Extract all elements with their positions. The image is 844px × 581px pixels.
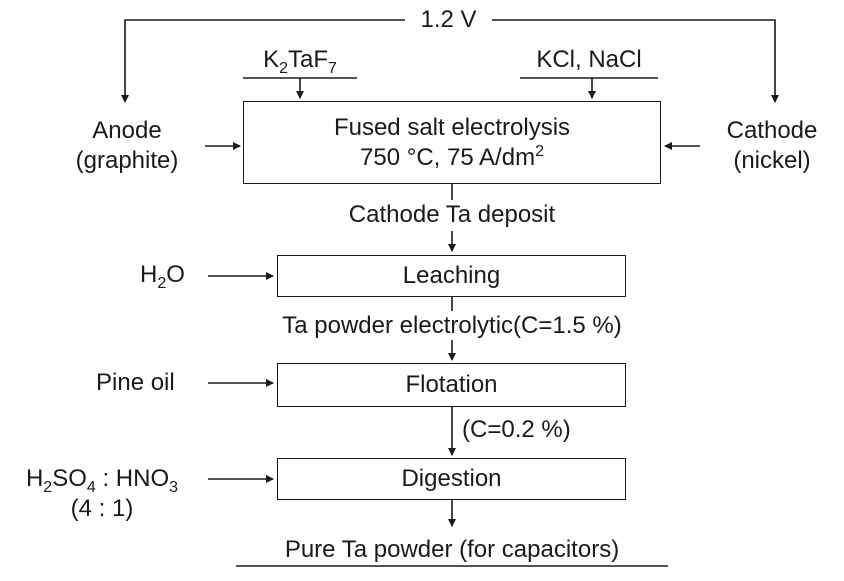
electrolysis-box: Fused salt electrolysis 750 °C, 75 A/dm2 bbox=[243, 101, 661, 184]
electrolysis-conditions: 750 °C, 75 A/dm2 bbox=[360, 142, 544, 171]
product-label: Pure Ta powder (for capacitors) bbox=[284, 536, 620, 563]
electrolysis-title: Fused salt electrolysis bbox=[333, 113, 571, 141]
pine-oil-label: Pine oil bbox=[96, 369, 175, 396]
leaching-label: Leaching bbox=[402, 262, 501, 289]
flotation-box: Flotation bbox=[277, 363, 626, 407]
k2taf7-label: K2TaF7 bbox=[263, 46, 337, 77]
cathode-name: Cathode bbox=[726, 117, 818, 144]
anode-label: Anode (graphite) bbox=[52, 117, 202, 175]
anode-name: Anode bbox=[92, 117, 162, 144]
acid-label: H2SO4 : HNO3 (4 : 1) bbox=[4, 465, 200, 523]
deposit-label: Cathode Ta deposit bbox=[348, 201, 556, 228]
powder-label: Ta powder electrolytic(C=1.5 %) bbox=[282, 312, 622, 339]
voltage-label: 1.2 V bbox=[420, 6, 477, 33]
digestion-label: Digestion bbox=[401, 465, 502, 492]
anode-material: (graphite) bbox=[75, 147, 179, 174]
leaching-box: Leaching bbox=[277, 255, 626, 297]
water-label: H2O bbox=[140, 261, 185, 292]
cathode-material: (nickel) bbox=[733, 147, 811, 174]
voltage-line-left bbox=[121, 19, 405, 103]
acid-ratio: (4 : 1) bbox=[70, 495, 134, 522]
cathode-label: Cathode (nickel) bbox=[703, 117, 841, 175]
acid-formula: H2SO4 : HNO3 bbox=[25, 465, 179, 496]
digestion-box: Digestion bbox=[277, 458, 626, 500]
carbon-label: (C=0.2 %) bbox=[462, 416, 571, 443]
voltage-line-right bbox=[492, 19, 779, 103]
salts-label: KCl, NaCl bbox=[536, 46, 642, 73]
flotation-label: Flotation bbox=[405, 371, 498, 398]
